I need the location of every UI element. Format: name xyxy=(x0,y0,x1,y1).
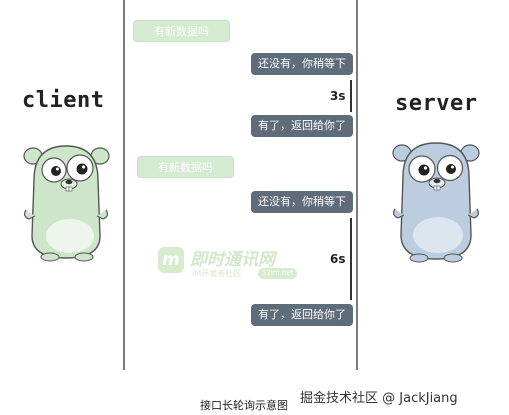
client-gopher-icon xyxy=(23,145,110,262)
server-lifeline xyxy=(356,0,358,370)
diagram-caption: 接口长轮询示意图 xyxy=(200,399,288,412)
wait-bar-1 xyxy=(350,80,352,112)
credit-text: 掘金技术社区 @ JackJiang xyxy=(300,391,458,406)
wait-bar-2 xyxy=(350,218,352,300)
server-gopher-icon xyxy=(392,142,480,263)
watermark-badge: 52im.net xyxy=(258,268,298,279)
wait-label-2: 6s xyxy=(330,252,346,266)
client-lifeline xyxy=(123,0,125,370)
client-label: client xyxy=(22,88,105,113)
response-bubble-3: 还没有，你稍等下 xyxy=(251,191,353,213)
watermark-sub: IM开发者社区 xyxy=(192,269,242,278)
wait-label-1: 3s xyxy=(330,89,346,103)
watermark: m 即时通讯网 IM开发者社区 52im.net xyxy=(158,243,308,283)
request-bubble-1: 有新数据吗 xyxy=(133,20,230,42)
watermark-logo-icon: m xyxy=(158,247,184,273)
watermark-brand: 即时通讯网 xyxy=(190,250,275,270)
response-bubble-4: 有了，返回给你了 xyxy=(251,304,353,326)
server-label: server xyxy=(395,91,478,116)
response-bubble-2: 有了，返回给你了 xyxy=(251,115,353,137)
response-bubble-1: 还没有，你稍等下 xyxy=(251,53,353,75)
request-bubble-2: 有新数据吗 xyxy=(137,156,234,178)
